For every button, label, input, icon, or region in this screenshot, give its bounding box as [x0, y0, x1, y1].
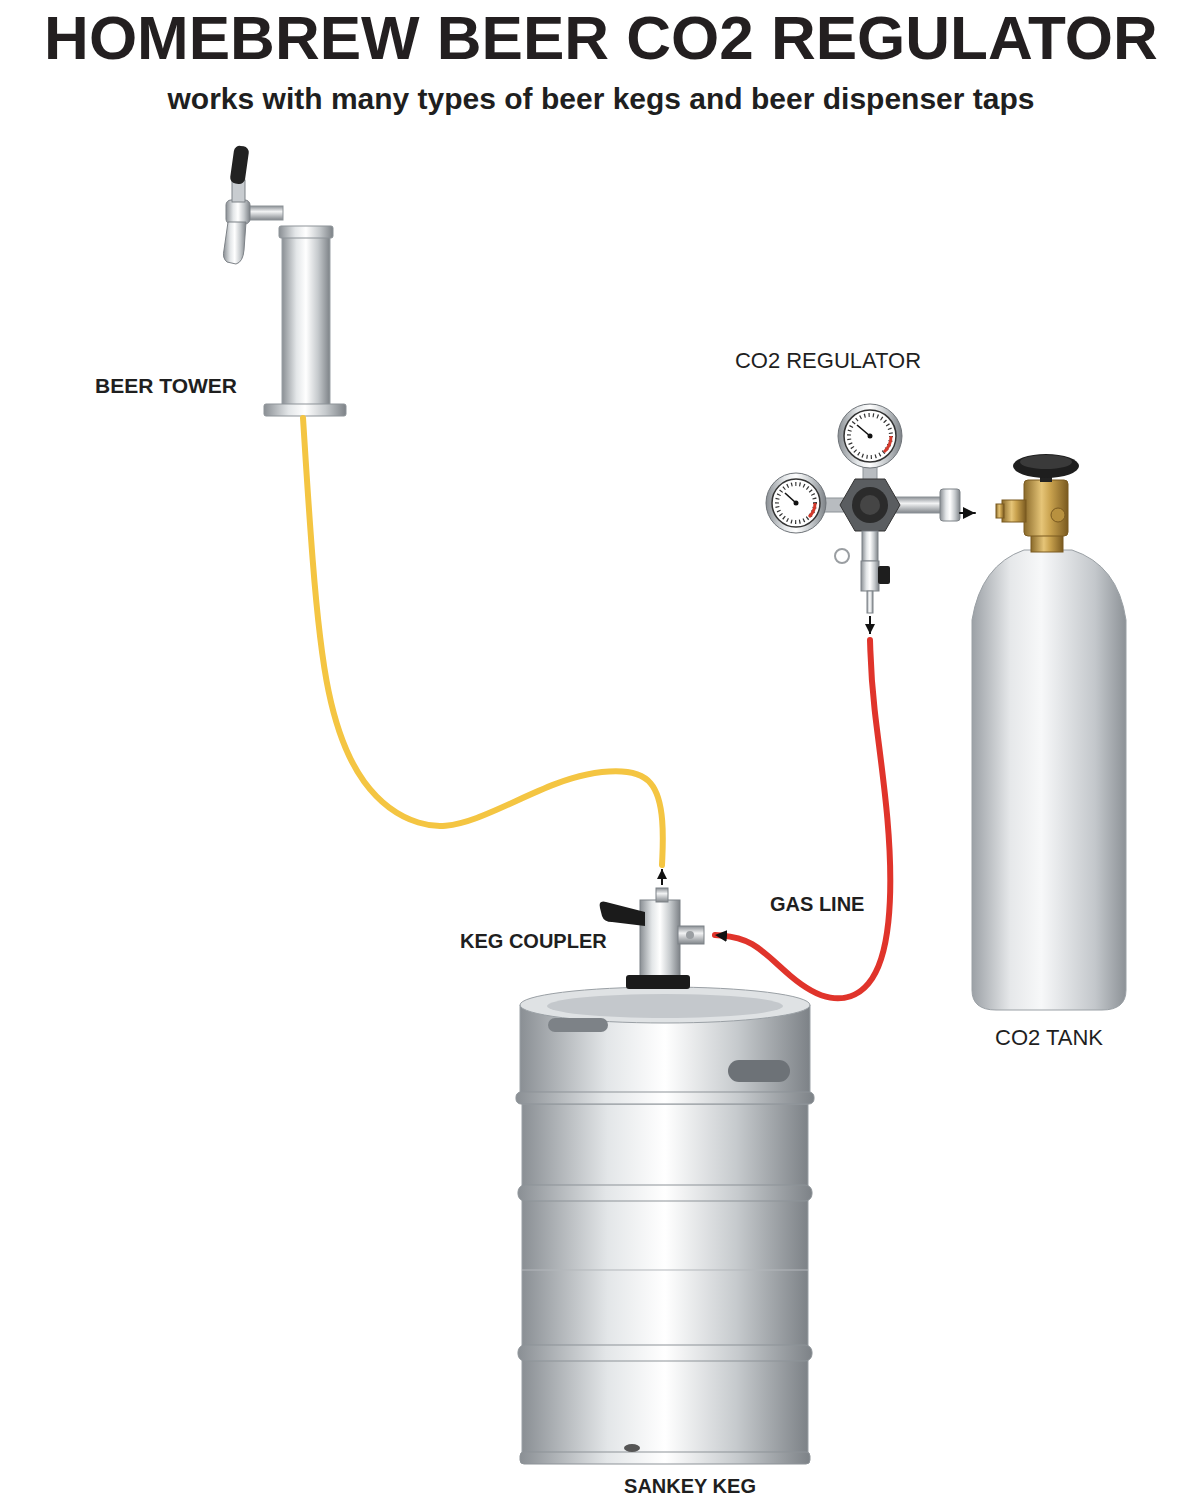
- sankey-keg-art-part: [548, 1018, 608, 1032]
- sankey-keg-art-part: [522, 1270, 808, 1271]
- co2-regulator-art-part: [861, 561, 879, 591]
- part-label: BEER TOWER: [95, 374, 237, 398]
- co2-regulator-art-part: [878, 566, 890, 584]
- beer-tower-art: [223, 145, 346, 416]
- sankey-keg-art: [516, 987, 814, 1464]
- regulator-tank-link: [960, 512, 975, 514]
- co2-regulator-art-part: [857, 425, 870, 436]
- co2-regulator-art-part: [884, 436, 891, 452]
- co2-regulator-art-part: [867, 591, 873, 613]
- co2-tank-art-part: [1002, 500, 1026, 522]
- keg-coupler-art-part: [686, 931, 694, 939]
- co2-regulator-art-part: [772, 479, 820, 527]
- beer-tower-art-part: [282, 230, 330, 406]
- co2-regulator-art-part: [869, 616, 871, 634]
- co2-regulator: CO2 REGULATOR: [733, 342, 960, 640]
- sankey-keg-art-part: [624, 1444, 640, 1452]
- co2-regulator-art-part: [840, 479, 900, 531]
- keg-coupler-art-part: [626, 975, 690, 989]
- keg-coupler-art-part: [656, 888, 668, 902]
- co2-tank-art: [972, 454, 1126, 1010]
- sankey-keg-art-part: [518, 1185, 812, 1201]
- co2-regulator-art-part: [835, 549, 849, 563]
- co2-tank-art-part: [1013, 454, 1079, 478]
- beer-tower-art-part: [246, 206, 283, 220]
- co2-regulator-art: [766, 404, 960, 634]
- co2-tank-art-part: [1020, 455, 1072, 469]
- sankey-keg-art-part: [520, 987, 810, 1023]
- co2-regulator-art-part: [838, 404, 902, 468]
- co2-tank-art-part: [1031, 534, 1063, 552]
- co2-tank: CO2 TANK: [975, 448, 1130, 1052]
- title: HOMEBREW BEER CO2 REGULATOR: [44, 4, 1158, 72]
- co2-regulator-art-part: [844, 410, 896, 462]
- part-label: SANKEY KEG: [624, 1475, 756, 1498]
- edge-label: GAS LINE: [768, 893, 866, 916]
- co2-regulator-art-part: [868, 434, 873, 439]
- sankey-keg-art-part: [728, 1060, 790, 1082]
- co2-regulator-art-part: [852, 487, 888, 523]
- co2-tank-art-part: [972, 550, 1126, 1010]
- part-label: KEG COUPLER: [460, 930, 607, 953]
- part-label: CO2 REGULATOR: [735, 348, 921, 373]
- co2-regulator-art-part: [940, 489, 960, 521]
- keg-coupler-art-part: [678, 926, 704, 944]
- beer-tower: BEER TOWER: [88, 142, 348, 418]
- co2-tank-art-part: [1051, 508, 1065, 522]
- sankey-keg-art-part: [518, 1345, 812, 1361]
- sankey-keg-art-part: [516, 1092, 814, 1104]
- sankey-keg: SANKEY KEG: [515, 995, 815, 1500]
- co2-regulator-art-part: [777, 484, 815, 522]
- beer-line: [303, 418, 663, 865]
- co2-regulator-art-part: [794, 501, 799, 506]
- keg-coupler-art-part: [600, 902, 645, 926]
- beer-tower-art-part: [226, 200, 250, 224]
- beer-tower-art-part: [279, 226, 333, 238]
- gas-line: [715, 640, 890, 998]
- beer-tower-art-part: [223, 222, 246, 264]
- subtitle: works with many types of beer kegs and b…: [168, 82, 1035, 117]
- beer-tower-art-part: [229, 145, 249, 185]
- co2-tank-art-part: [996, 504, 1004, 518]
- keg-coupler: KEG COUPLER: [455, 865, 715, 992]
- sankey-keg-art-part: [522, 1104, 808, 1456]
- co2-regulator-art-part: [766, 473, 826, 533]
- sankey-keg-art-part: [547, 994, 783, 1018]
- sankey-keg-art-part: [520, 1452, 810, 1464]
- co2-regulator-art-part: [809, 503, 815, 517]
- co2-regulator-art-part: [860, 495, 880, 515]
- keg-coupler-art-part: [640, 900, 680, 977]
- beer-tower-art-part: [264, 404, 346, 416]
- part-label: CO2 TANK: [995, 1025, 1103, 1050]
- keg-coupler-art-part: [661, 869, 663, 885]
- co2-regulator-art-part: [849, 415, 891, 457]
- co2-tank-art-part: [1024, 480, 1068, 536]
- keg-coupler-art: [600, 869, 704, 989]
- co2-regulator-art-part: [862, 531, 878, 561]
